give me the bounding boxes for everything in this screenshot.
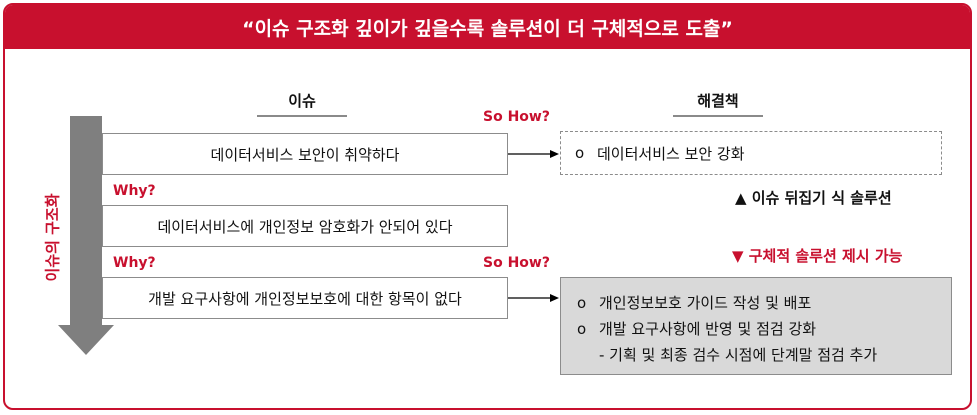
so-how-arrowhead-1	[550, 150, 559, 158]
solution-item-2: o 개발 요구사항에 반영 및 점검 강화	[577, 316, 935, 342]
specific-solution-note: ▼ 구체적 솔루션 제시 가능	[732, 247, 903, 265]
solution-item-bullet-2: o	[577, 320, 587, 338]
solution-item-text-2: 개발 요구사항에 반영 및 점검 강화	[599, 320, 817, 338]
issue-box-2: 데이터서비스에 개인정보 암호화가 안되어 있다	[102, 205, 508, 247]
diagram-frame: “이슈 구조화 깊이가 깊을수록 솔루션이 더 구체적으로 도출” 이슈의 구조…	[3, 3, 972, 410]
connector-graphics	[58, 116, 559, 355]
issue-box-1: 데이터서비스 보안이 취약하다	[102, 133, 508, 175]
so-how-arrowhead-2	[550, 294, 559, 302]
so-how-label-1: So How?	[483, 109, 550, 125]
issue-text-1: 데이터서비스 보안이 취약하다	[210, 145, 400, 164]
issue-header-underline	[257, 115, 347, 117]
why-label-2: Why?	[113, 255, 156, 271]
structuring-arrow	[58, 116, 114, 355]
flip-solution-note: ▲ 이슈 뒤집기 식 솔루션	[735, 189, 892, 207]
solution-item-text-1: 개인정보보호 가이드 작성 및 배포	[599, 294, 812, 312]
solution-box-2: o 개인정보보호 가이드 작성 및 배포 o 개발 요구사항에 반영 및 점검 …	[560, 277, 952, 375]
solution-header: 해결책	[697, 92, 739, 110]
solution-text-1: 데이터서비스 보안 강화	[597, 144, 745, 163]
issue-box-3: 개발 요구사항에 개인정보보호에 대한 항목이 없다	[102, 277, 508, 319]
issue-text-3: 개발 요구사항에 개인정보보호에 대한 항목이 없다	[148, 289, 462, 308]
solution-sub-item: - 기획 및 최종 검수 시점에 단계말 점검 추가	[599, 346, 878, 364]
issue-header: 이슈	[288, 92, 316, 110]
solution-item-bullet-1: o	[577, 294, 587, 312]
solution-bullet-1: o	[575, 144, 585, 162]
solution-header-underline	[673, 115, 763, 117]
so-how-label-2: So How?	[483, 255, 550, 271]
solution-box-1: o 데이터서비스 보안 강화	[560, 131, 942, 175]
diagram-title: “이슈 구조화 깊이가 깊을수록 솔루션이 더 구체적으로 도출”	[242, 17, 733, 40]
solution-item-1: o 개인정보보호 가이드 작성 및 배포	[577, 290, 935, 316]
why-label-1: Why?	[113, 183, 156, 199]
title-banner: “이슈 구조화 깊이가 깊을수록 솔루션이 더 구체적으로 도출”	[5, 5, 970, 49]
structuring-label: 이슈의 구조화	[43, 193, 62, 282]
issue-text-2: 데이터서비스에 개인정보 암호화가 안되어 있다	[157, 217, 453, 236]
